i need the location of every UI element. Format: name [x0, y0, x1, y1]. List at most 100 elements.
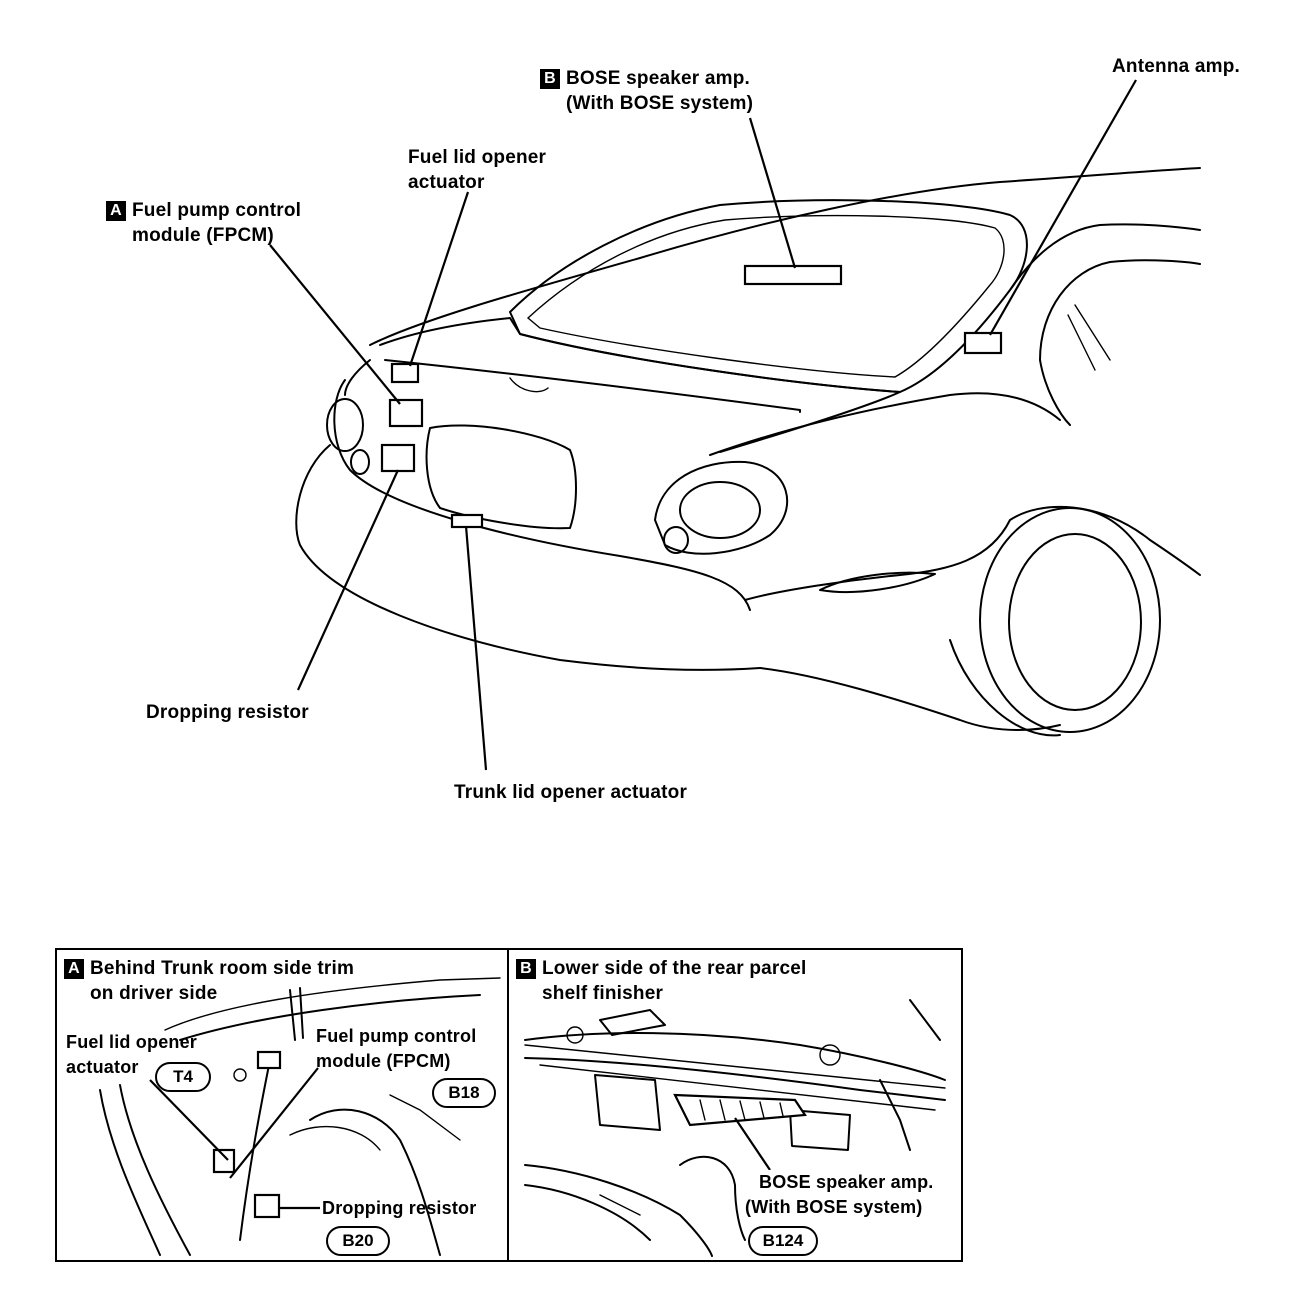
door-edge	[1039, 359, 1071, 426]
fpcm-component	[388, 398, 424, 428]
panel-b-bracket-top	[599, 1009, 666, 1036]
bose-label-line2: (With BOSE system)	[566, 93, 754, 114]
panel-b-right-structure	[879, 999, 941, 1151]
trunk-lid-handle	[509, 377, 549, 393]
right-reverse-light	[663, 526, 689, 554]
panel-b-speaker-block	[594, 1074, 661, 1131]
connector-b20: B20	[326, 1226, 390, 1256]
panel-a-fpcm-line2: module (FPCM)	[316, 1051, 451, 1071]
panel-b-bose-line2: (With BOSE system)	[745, 1197, 923, 1217]
panel-a-fpcm-part	[256, 1050, 282, 1070]
panel-b-harness	[679, 1155, 746, 1241]
panel-a-actuator-part	[212, 1148, 236, 1174]
badge-b: B	[540, 69, 560, 89]
panel-a-title: A Behind Trunk room side trim on driver s…	[64, 956, 354, 1006]
panel-b-bose-amp-part	[673, 1093, 807, 1127]
fuel-lid-line2: actuator	[408, 172, 485, 193]
panel-b-bose-leader	[734, 1117, 771, 1171]
panel-a-left-body	[99, 1089, 161, 1256]
panel-b-right-block	[789, 1109, 851, 1151]
side-marker-light	[819, 571, 936, 593]
panel-a-fuel-lid-line1: Fuel lid opener	[66, 1032, 198, 1052]
callout-antenna-amp: Antenna amp.	[1112, 56, 1241, 77]
panel-b-clip-2	[819, 1044, 841, 1066]
wheel-arch	[949, 639, 1061, 737]
panel-a-left-inner	[119, 1084, 191, 1256]
bose-leader	[748, 117, 797, 269]
trunk-lid-top	[379, 317, 901, 453]
antenna-leader	[989, 79, 1137, 336]
fuel-lid-actuator-component	[390, 362, 420, 384]
panel-b-amp-fins	[699, 1099, 784, 1121]
callout-trunk-lid-actuator: Trunk lid opener actuator	[454, 782, 688, 803]
panel-a-trim-top	[164, 977, 501, 1031]
panel-a-dropping-label: Dropping resistor	[322, 1198, 477, 1218]
right-tail-light	[679, 481, 761, 539]
trunk-lid-edge	[384, 359, 801, 413]
panel-a-trim-edge	[179, 994, 481, 1041]
panel-b-lower-inner	[524, 1184, 651, 1241]
panel-b-slot	[599, 1194, 641, 1216]
panel-a-wheelhouse	[309, 1108, 441, 1256]
panel-a-grommet	[233, 1068, 247, 1082]
bumper-side	[759, 667, 1061, 731]
fpcm-leader	[269, 244, 401, 405]
trunk-leader	[464, 525, 488, 771]
panel-b-bose-label: BOSE speaker amp. (With BOSE system)	[745, 1170, 934, 1220]
panel-b-lower-trim	[524, 1164, 713, 1257]
panel-a-badge: A	[64, 959, 84, 979]
panel-a-fuel-lid-line2: actuator	[66, 1057, 139, 1077]
panel-b-shelf-edge	[524, 1057, 946, 1101]
panel-b-clip-1	[566, 1026, 584, 1044]
panel-a-fuel-lid-label: Fuel lid opener actuator	[66, 1030, 197, 1080]
callout-fuel-lid-actuator: Fuel lid opener actuator	[408, 145, 546, 195]
panel-b-bose-line1: BOSE speaker amp.	[759, 1172, 934, 1192]
panel-a-fpcm-label: Fuel pump control module (FPCM)	[316, 1024, 476, 1074]
left-reverse-light	[350, 449, 370, 475]
panel-a-title-line2: on driver side	[90, 983, 218, 1004]
panel-a-resistor-part	[253, 1193, 281, 1219]
roof-outline	[369, 167, 1201, 346]
panel-a-title-line1: Behind Trunk room side trim	[90, 958, 355, 979]
quarter-panel-top	[709, 392, 1061, 456]
callout-dropping-resistor: Dropping resistor	[146, 702, 309, 723]
panel-a-fpcm-leader	[229, 1067, 319, 1179]
side-window	[1039, 259, 1201, 361]
rear-tire	[979, 507, 1161, 733]
panel-b-rail-2	[539, 1064, 936, 1111]
left-tail-light	[326, 398, 364, 452]
panel-a-fpcm-line1: Fuel pump control	[316, 1026, 477, 1046]
panel-a-wheelhouse-inner	[289, 1125, 381, 1151]
license-plate-recess	[425, 424, 577, 530]
fuel-lid-line1: Fuel lid opener	[408, 147, 547, 168]
detail-panels-frame	[55, 948, 963, 1262]
window-trim	[1067, 304, 1111, 371]
connector-b124: B124	[748, 1226, 818, 1256]
panel-a-harness-top	[289, 987, 304, 1041]
panel-a-bracket	[389, 1094, 461, 1141]
panel-b-badge: B	[516, 959, 536, 979]
rear-wheel	[1008, 533, 1142, 711]
fpcm-line2: module (FPCM)	[132, 225, 274, 246]
panel-divider	[507, 948, 509, 1260]
panel-b-shelf-top	[524, 1032, 946, 1081]
body-side	[1149, 539, 1201, 576]
bose-amp-component	[743, 264, 843, 286]
fpcm-line1: Fuel pump control	[132, 200, 302, 221]
panel-a-harness	[239, 1059, 271, 1241]
connector-b18: B18	[432, 1078, 496, 1108]
dropping-leader	[296, 469, 400, 691]
fuel-lid-leader	[408, 191, 470, 367]
right-tail-light-housing	[654, 460, 789, 555]
panel-b-title-line1: Lower side of the rear parcel	[542, 958, 807, 979]
panel-a-actuator-leader	[149, 1079, 229, 1161]
rear-window-glass	[526, 214, 1005, 378]
antenna-amp-component	[963, 331, 1003, 355]
connector-t4: T4	[155, 1062, 211, 1092]
panel-b-rail-1	[524, 1044, 946, 1089]
